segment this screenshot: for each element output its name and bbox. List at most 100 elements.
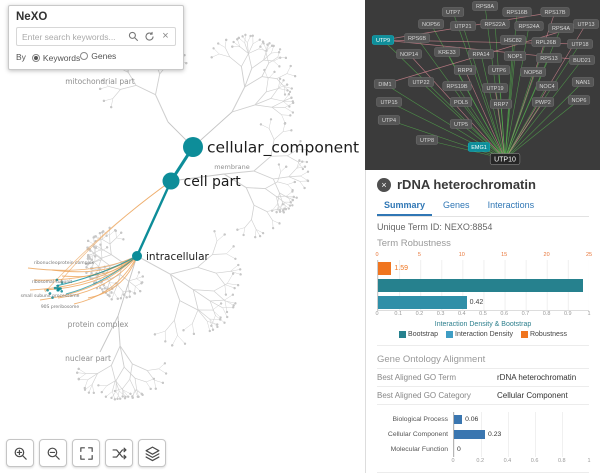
network-node-RRP7[interactable]: RRP7 [489, 99, 513, 109]
network-node-NOC4[interactable]: NOC4 [535, 81, 559, 91]
network-node-UTP18[interactable]: UTP18 [567, 39, 593, 49]
svg-text:UTP4: UTP4 [382, 118, 396, 124]
term-label: mitochondrial part [65, 77, 135, 86]
network-node-RPS4A[interactable]: RPS4A [548, 23, 574, 33]
svg-text:HSC82: HSC82 [504, 38, 522, 44]
network-node-UTP9[interactable]: UTP9 [371, 35, 395, 45]
radio-circle [80, 52, 89, 60]
network-node-PWP2[interactable]: PWP2 [531, 97, 555, 107]
network-node-EMG1[interactable]: EMG1 [467, 142, 491, 152]
svg-text:NAN1: NAN1 [576, 80, 591, 86]
network-node-RPL26B[interactable]: RPL26B [531, 37, 561, 47]
network-node-UTP13[interactable]: UTP13 [573, 19, 599, 29]
network-node-RPA14[interactable]: RPA14 [468, 49, 494, 59]
search-icon[interactable] [127, 30, 140, 43]
svg-text:RPS19B: RPS19B [446, 84, 467, 90]
network-node-UTP4[interactable]: UTP4 [377, 115, 401, 125]
robustness-axis-title: Interaction Density & Bootstrap [434, 321, 532, 328]
zoom-in-button[interactable] [6, 439, 34, 467]
radio-genes[interactable]: Genes [80, 51, 116, 61]
network-node-RPS22A[interactable]: RPS22A [480, 19, 510, 29]
network-node-RPS17B[interactable]: RPS17B [540, 7, 570, 17]
svg-text:RPS6B: RPS6B [408, 36, 426, 42]
go-table-row: Best Aligned GO Term rDNA heterochromati… [377, 368, 589, 386]
network-node-UTP15[interactable]: UTP15 [376, 97, 402, 107]
svg-text:RPA14: RPA14 [472, 52, 489, 58]
radio-keywords[interactable]: Keywords [31, 53, 80, 63]
network-node-RPS16B[interactable]: RPS16B [502, 7, 532, 17]
network-node-DIM1[interactable]: DIM1 [373, 79, 397, 89]
tab-genes[interactable]: Genes [443, 200, 470, 210]
gene-network-canvas[interactable]: UTP7 RPS8A RPS16B RPS17B NOP56 UTP21 RPS… [365, 0, 600, 170]
tab-summary[interactable]: Summary [377, 197, 433, 216]
network-node-NOP6[interactable]: NOP6 [567, 95, 591, 105]
network-node-UTP19[interactable]: UTP19 [482, 83, 508, 93]
tree-node-cell-part[interactable]: cell part [162, 172, 242, 191]
detail-tabs: Summary Genes Interactions [377, 197, 589, 217]
svg-text:POL5: POL5 [454, 100, 468, 106]
zoom-out-icon [47, 447, 60, 460]
network-node-HSC82[interactable]: HSC82 [500, 35, 526, 45]
network-node-RPS6B[interactable]: RPS6B [404, 33, 430, 43]
cluster-term-label: 90S preribosome [41, 304, 80, 310]
search-input[interactable] [20, 30, 124, 43]
clear-icon[interactable]: × [162, 30, 169, 42]
network-node-POL5[interactable]: POL5 [449, 97, 473, 107]
network-node-RRP9[interactable]: RRP9 [453, 65, 477, 75]
refresh-icon[interactable] [143, 30, 156, 43]
layers-button[interactable] [138, 439, 166, 467]
network-node-UTP22[interactable]: UTP22 [408, 77, 434, 87]
svg-text:cell part: cell part [184, 174, 242, 190]
network-node-NOP14[interactable]: NOP14 [396, 49, 422, 59]
svg-text:UTP21: UTP21 [454, 24, 471, 30]
network-node-RPS13[interactable]: RPS13 [536, 53, 562, 63]
go-table-row: Best Aligned GO Category Cellular Compon… [377, 386, 589, 405]
svg-text:BUD21: BUD21 [573, 58, 591, 64]
svg-text:UTP6: UTP6 [492, 68, 506, 74]
term-label: membrane [214, 163, 250, 171]
svg-text:UTP22: UTP22 [412, 80, 429, 86]
tree-node-intracellular[interactable]: intracellular [132, 251, 210, 263]
tab-interactions[interactable]: Interactions [487, 200, 535, 210]
svg-text:NOC4: NOC4 [539, 84, 554, 90]
svg-text:RPS16B: RPS16B [506, 10, 527, 16]
network-node-UTP21[interactable]: UTP21 [450, 21, 476, 31]
svg-text:RRP7: RRP7 [494, 102, 509, 108]
layout-button[interactable] [105, 439, 133, 467]
svg-text:NOP56: NOP56 [422, 22, 440, 28]
svg-text:NOP14: NOP14 [400, 52, 418, 58]
unique-term-id: Unique Term ID: NEXO:8854 [377, 222, 493, 232]
network-node-UTP8[interactable]: UTP8 [415, 135, 439, 145]
zoom-out-button[interactable] [39, 439, 67, 467]
tree-toolbar [6, 439, 166, 467]
network-node-BUD21[interactable]: BUD21 [569, 55, 595, 65]
close-icon[interactable]: × [377, 177, 391, 192]
tree-node-cellular_component[interactable]: cellular_component [183, 137, 359, 158]
network-node-RPS19B[interactable]: RPS19B [442, 81, 472, 91]
fit-to-screen-button[interactable] [72, 439, 100, 467]
network-node-UTP10[interactable]: UTP10 [489, 153, 521, 165]
gene-network-panel[interactable]: UTP7 RPS8A RPS16B RPS17B NOP56 UTP21 RPS… [365, 0, 600, 170]
bar-cellular-component [454, 430, 486, 439]
network-node-UTP5[interactable]: UTP5 [449, 119, 473, 129]
network-node-KRE33[interactable]: KRE33 [434, 47, 460, 57]
network-node-UTP6[interactable]: UTP6 [487, 65, 511, 75]
network-node-RPS24A[interactable]: RPS24A [514, 21, 544, 31]
expand-icon [79, 446, 93, 460]
robustness-section-label: Term Robustness [377, 238, 451, 249]
network-node-RPS8A[interactable]: RPS8A [472, 1, 498, 11]
radio-circle [31, 54, 40, 62]
go-alignment-table: Best Aligned GO Term rDNA heterochromati… [377, 368, 589, 405]
network-node-NOP1[interactable]: NOP1 [503, 51, 527, 61]
network-node-NAN1[interactable]: NAN1 [571, 77, 595, 87]
network-node-UTP7[interactable]: UTP7 [441, 7, 465, 17]
go-alignment-label: Gene Ontology Alignment [377, 354, 486, 365]
network-node-NOP56[interactable]: NOP56 [418, 19, 444, 29]
network-node-NOP58[interactable]: NOP58 [520, 67, 546, 77]
